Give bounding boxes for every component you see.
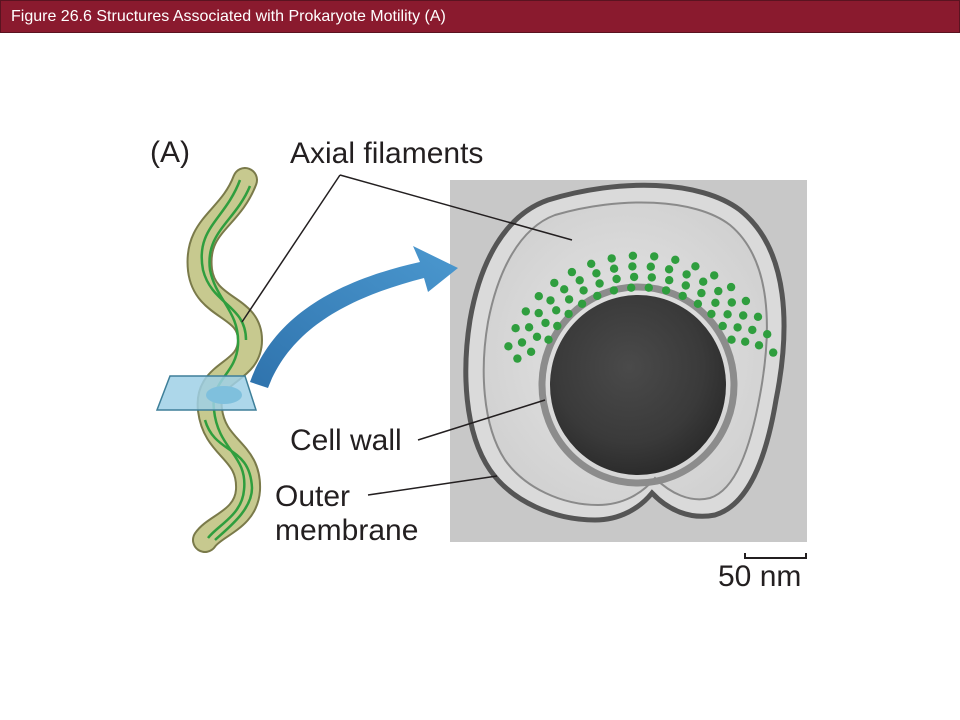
- filament-dot: [682, 270, 691, 279]
- axial-leader-1: [241, 174, 341, 323]
- filament-dot: [504, 342, 513, 351]
- filament-dot: [681, 281, 690, 290]
- filament-dot: [739, 311, 748, 320]
- filament-dot: [693, 299, 703, 308]
- axial-filament-cross-sections: [504, 251, 778, 363]
- protoplasmic-cylinder: [550, 295, 726, 475]
- filament-dot: [718, 321, 727, 331]
- filament-dot: [564, 295, 574, 304]
- filament-dot: [678, 291, 687, 301]
- filament-dot: [532, 332, 542, 341]
- filament-dot: [661, 286, 671, 295]
- filament-dot: [607, 254, 616, 263]
- cross-section-disc: [206, 386, 242, 404]
- outer-membrane-leader: [367, 475, 498, 496]
- filament-dot: [609, 286, 619, 295]
- filament-dot: [741, 296, 751, 306]
- filament-dot: [726, 282, 736, 292]
- filament-dot: [753, 312, 763, 321]
- filament-dot: [733, 323, 742, 332]
- filament-dot: [560, 285, 569, 294]
- filament-dot: [577, 299, 587, 308]
- filament-dot: [567, 267, 577, 277]
- filament-dot: [650, 252, 659, 261]
- filament-dot: [769, 348, 778, 357]
- leader-lines: [241, 174, 573, 496]
- outer-membrane-label-line2: membrane: [275, 514, 419, 547]
- micrograph-panel: [450, 180, 807, 542]
- axial-leader-2: [339, 174, 573, 241]
- filament-dot: [710, 271, 719, 280]
- filament-dot: [714, 286, 723, 296]
- cell-wall-label: Cell wall: [290, 424, 402, 457]
- filament-dot: [628, 251, 638, 260]
- filament-dot: [711, 298, 720, 307]
- filament-dot: [664, 265, 674, 274]
- slide-title: Figure 26.6 Structures Associated with P…: [11, 8, 446, 25]
- filament-dot: [741, 337, 750, 346]
- filament-dot: [754, 341, 764, 350]
- filament-dot: [575, 276, 584, 285]
- filament-dot: [647, 273, 656, 282]
- filament-dot: [564, 309, 573, 319]
- filament-dot: [691, 262, 700, 271]
- filament-dot: [697, 288, 706, 298]
- cell-wall-leader: [417, 399, 546, 441]
- filament-dot: [544, 335, 553, 344]
- filament-dot: [727, 298, 736, 307]
- filament-dot: [534, 308, 543, 318]
- filament-dot: [513, 354, 522, 363]
- axial-filaments-label: Axial filaments: [290, 137, 484, 170]
- scale-bar: [744, 553, 807, 559]
- filament-dot: [550, 278, 559, 288]
- filament-dot: [748, 325, 757, 335]
- filament-dot: [553, 321, 562, 331]
- magnify-arrow: [250, 246, 458, 388]
- panel-label: (A): [150, 136, 190, 169]
- filament-dot: [579, 286, 588, 295]
- outer-membrane-label: Outer membrane: [275, 480, 418, 548]
- filament-dot: [763, 330, 772, 339]
- filament-dot: [727, 335, 736, 344]
- filament-dot: [521, 307, 530, 316]
- filament-dot: [541, 318, 550, 328]
- filament-dot: [612, 274, 621, 284]
- filament-dot: [723, 310, 732, 319]
- filament-dot: [665, 276, 674, 285]
- filament-dot: [628, 262, 637, 271]
- filament-dot: [526, 347, 536, 356]
- filament-dot: [609, 264, 619, 273]
- title-bar: Figure 26.6 Structures Associated with P…: [0, 0, 960, 33]
- filament-dot: [546, 296, 555, 305]
- filament-dot: [627, 283, 636, 292]
- scale-bar-label: 50 nm: [718, 560, 802, 593]
- filament-dot: [671, 255, 680, 264]
- filament-dot: [699, 277, 708, 286]
- filament-dot: [707, 309, 716, 319]
- outer-membrane-label-line1: Outer: [275, 480, 351, 513]
- filament-dot: [552, 306, 561, 315]
- filament-dot: [592, 269, 601, 278]
- filament-dot: [593, 291, 602, 301]
- filament-dot: [511, 324, 520, 333]
- filament-dot: [644, 283, 653, 292]
- filament-dot: [646, 262, 655, 271]
- filament-dot: [534, 292, 543, 301]
- axial-filament-line: [200, 179, 248, 341]
- filament-dot: [587, 259, 596, 268]
- filament-dot: [517, 338, 527, 347]
- filament-dot: [524, 323, 534, 332]
- filament-dot: [629, 272, 639, 282]
- spirochete-illustration: [155, 167, 264, 553]
- cell-wall-ring: [538, 283, 738, 487]
- filament-dot: [595, 279, 604, 288]
